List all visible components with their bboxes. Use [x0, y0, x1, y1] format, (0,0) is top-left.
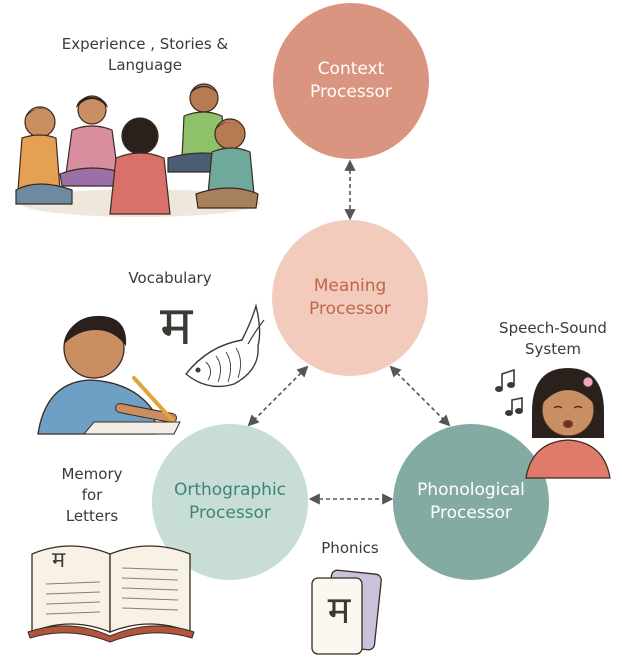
phonics-caption: Phonics: [321, 539, 379, 557]
orthographic-processor-node: Orthographic Processor: [152, 424, 308, 580]
meaning-processor-label: Meaning Processor: [309, 276, 391, 319]
writing-boy-illustration: [37, 315, 181, 435]
experience-caption: Experience , Stories & Language: [61, 35, 229, 74]
context-processor-node: Context Processor: [273, 3, 429, 159]
fish-icon: [185, 303, 265, 388]
arrow-meaning-orthographic: [247, 365, 309, 427]
speech-caption: Speech-Sound System: [499, 319, 607, 358]
book-letter: म: [52, 548, 66, 573]
open-book-illustration: [27, 545, 195, 643]
singing-girl-illustration: [525, 368, 611, 479]
music-note-icon: [495, 368, 523, 416]
vocabulary-letter: म: [160, 294, 193, 357]
children-circle-illustration: [15, 83, 260, 217]
letter-cards-illustration: [311, 569, 382, 655]
arrow-meaning-phonological: [389, 365, 451, 427]
phonological-processor-label: Phonological Processor: [417, 480, 525, 523]
orthographic-processor-label: Orthographic Processor: [173, 480, 287, 523]
memory-caption: Memory for Letters: [61, 465, 123, 525]
meaning-processor-node: Meaning Processor: [272, 220, 428, 376]
vocabulary-caption: Vocabulary: [128, 269, 212, 287]
phonological-processor-node: Phonological Processor: [393, 424, 549, 580]
card-letter: म: [327, 588, 351, 632]
context-processor-label: Context Processor: [310, 59, 392, 102]
